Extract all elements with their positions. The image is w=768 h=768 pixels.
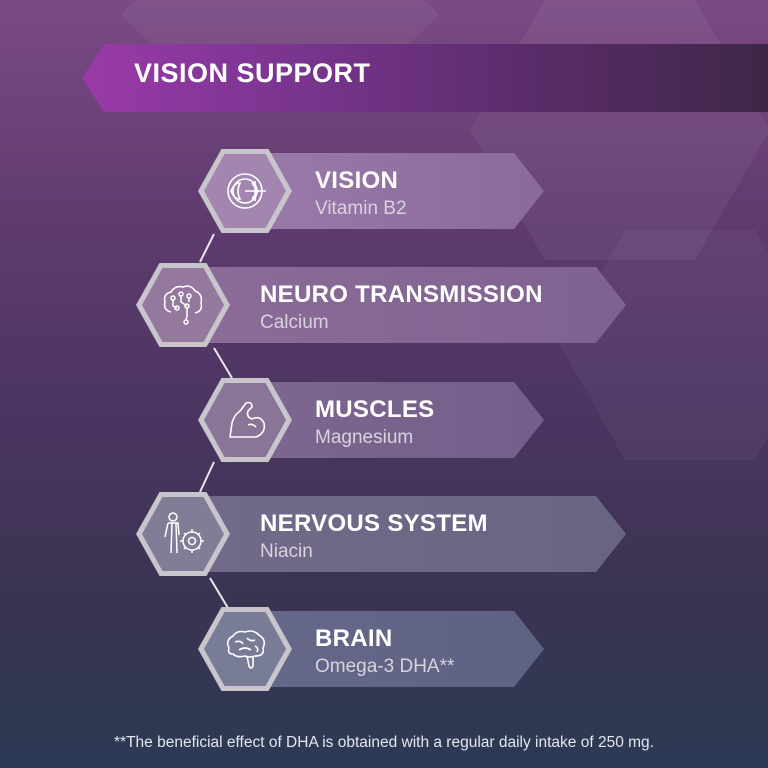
- benefit-card: [186, 267, 626, 343]
- benefit-card: [248, 382, 544, 458]
- benefit-item-nervous-system: NERVOUS SYSTEM Niacin: [136, 492, 631, 576]
- benefit-title: MUSCLES: [315, 396, 435, 423]
- benefit-subtitle: Magnesium: [315, 427, 414, 448]
- icon-hexagon: [198, 607, 292, 691]
- flexed-arm-icon: [229, 401, 266, 438]
- benefit-subtitle: Vitamin B2: [315, 198, 407, 219]
- circuit-brain-icon: [163, 285, 203, 325]
- benefit-card: [248, 153, 544, 229]
- benefit-subtitle: Niacin: [260, 541, 313, 562]
- benefit-title: BRAIN: [315, 625, 393, 652]
- benefit-title: NERVOUS SYSTEM: [260, 510, 488, 537]
- eye-icon: [227, 173, 266, 209]
- benefit-title: VISION: [315, 167, 399, 194]
- footnote: **The beneficial effect of DHA is obtain…: [114, 734, 654, 751]
- person-gear-icon: [164, 512, 204, 554]
- banner-title: VISION SUPPORT: [134, 58, 371, 88]
- header-banner: VISION SUPPORT: [82, 44, 768, 112]
- benefit-subtitle: Omega-3 DHA**: [315, 656, 455, 677]
- brain-icon: [226, 630, 266, 669]
- benefit-item-vision: VISION Vitamin B2: [198, 149, 548, 233]
- benefit-subtitle: Calcium: [260, 312, 329, 333]
- icon-hexagon: [136, 492, 230, 576]
- benefit-card: [186, 496, 626, 572]
- benefit-card: [248, 611, 544, 687]
- benefit-item-neuro-transmission: NEURO TRANSMISSION Calcium: [136, 263, 631, 347]
- benefit-item-muscles: MUSCLES Magnesium: [198, 378, 548, 462]
- icon-hexagon: [136, 263, 230, 347]
- benefit-item-brain: BRAIN Omega-3 DHA**: [198, 607, 548, 691]
- benefit-title: NEURO TRANSMISSION: [260, 281, 543, 308]
